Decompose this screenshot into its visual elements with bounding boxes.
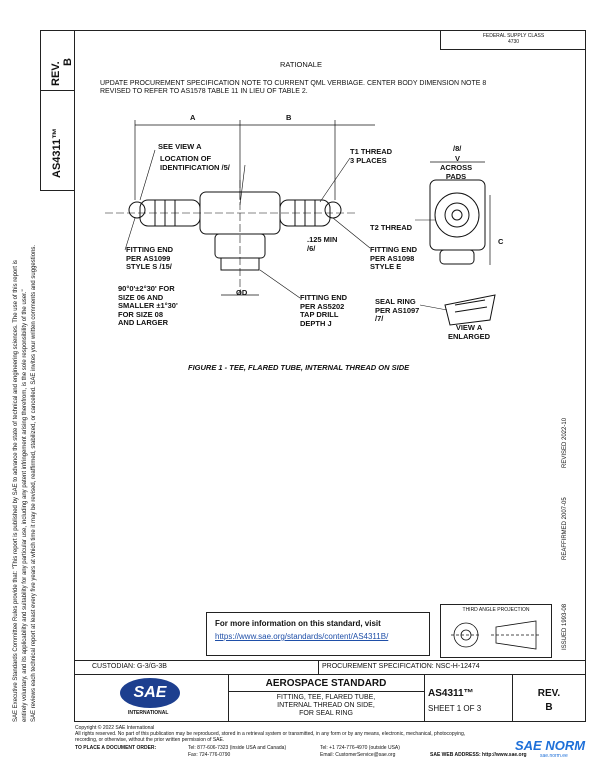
rev-value-bottom: B <box>545 702 553 713</box>
see-view-label: SEE VIEW A <box>158 142 202 151</box>
federal-supply-value: 4730 <box>507 39 520 45</box>
rev-label-bottom: REV. <box>537 688 561 699</box>
title-description: FITTING, TEE, FLARED TUBE, INTERNAL THRE… <box>228 694 424 718</box>
custodian-text: CUSTODIAN: G-3/G-3B <box>92 663 167 670</box>
web-address[interactable]: SAE WEB ADDRESS: http://www.sae.org <box>430 752 527 758</box>
rev-column-top <box>40 30 75 31</box>
figure-caption: FIGURE 1 - TEE, FLARED TUBE, INTERNAL TH… <box>188 363 410 372</box>
sheet-number: SHEET 1 OF 3 <box>428 704 482 713</box>
min-125-label: .125 MIN /6/ <box>307 235 338 253</box>
email: Email: CustomerService@sae.org <box>320 752 396 758</box>
fitting-end-left-label: FITTING END PER AS1099 STYLE S /15/ <box>126 245 174 271</box>
federal-supply-box: FEDERAL SUPPLY CLASS 4730 <box>440 30 586 50</box>
desc-line-2: INTERNAL THREAD ON SIDE, <box>277 702 375 709</box>
fax: Fax: 724-776-0790 <box>188 752 231 758</box>
projection-symbol <box>451 620 541 650</box>
rationale-title: RATIONALE <box>280 60 322 69</box>
dim-d-label: ØD <box>236 288 248 297</box>
doc-number-vertical: AS4311™ <box>51 127 63 178</box>
desc-line-1: FITTING, TEE, FLARED TUBE, <box>276 694 376 701</box>
across-pads-label: ACROSS PADS <box>440 163 473 181</box>
rationale-line-2: REVISED TO REFER TO AS1578 TABLE 11 IN L… <box>100 88 308 95</box>
revised-date: REVISED 2022-10 <box>562 417 568 468</box>
rev-column-left <box>40 30 41 190</box>
title-block-top <box>74 660 586 661</box>
info-box: For more information on this standard, v… <box>206 612 430 656</box>
heading-divider <box>228 691 424 692</box>
across-v-label: V <box>455 154 461 163</box>
margin-line-1: SAE Executive Standards Committee Rules … <box>13 260 19 722</box>
drawing-frame <box>74 30 586 722</box>
desc-divider <box>424 674 425 722</box>
sheet-divider <box>512 674 513 722</box>
reaffirmed-date: REAFFIRMED 2007-05 <box>562 497 568 560</box>
procurement-text: PROCUREMENT SPECIFICATION: NSC-H-12474 <box>322 663 480 670</box>
fitting-end-bottom-label: FITTING END PER AS5202 TAP DRILL DEPTH J <box>300 293 348 328</box>
dim-b-label: B <box>286 113 292 122</box>
rev-column-divider <box>40 90 75 91</box>
t2-thread-label: T2 THREAD <box>370 223 413 232</box>
margin-line-3: SAE reviews each technical report at lea… <box>31 244 37 722</box>
logo-divider <box>228 674 229 722</box>
angle-note: 90°0'±2°30' FOR SIZE 06 AND SMALLER ±1°3… <box>118 284 178 327</box>
standard-link[interactable]: https://www.sae.org/standards/content/AS… <box>215 632 389 641</box>
issued-date: ISSUED 1993-08 <box>562 603 568 650</box>
margin-line-2: entirely voluntary, and its applicabilit… <box>22 289 28 722</box>
doc-number: AS4311™ <box>428 688 474 699</box>
rationale-line-1: UPDATE PROCUREMENT SPECIFICATION NOTE TO… <box>100 80 487 87</box>
title-block-row <box>74 674 586 675</box>
dim-c-label: C <box>498 237 504 246</box>
sae-logo-sub: INTERNATIONAL <box>128 710 169 716</box>
info-box-title: For more information on this standard, v… <box>215 619 381 628</box>
watermark-sub: sae.norm.ee <box>540 753 568 759</box>
tel-outside: Tel: +1 724-776-4970 (outside USA) <box>320 745 400 751</box>
copyright: Copyright © 2022 SAE International <box>75 725 155 731</box>
rights-text-2: recording, or otherwise, without the pri… <box>75 737 225 743</box>
fitting-end-right-label: FITTING END PER AS1098 STYLE E <box>370 245 418 271</box>
t1-thread-label: T1 THREAD 3 PLACES <box>350 147 393 165</box>
technical-drawing <box>105 120 496 326</box>
dim-a-label: A <box>190 113 196 122</box>
desc-line-3: FOR SEAL RING <box>299 710 353 717</box>
tel-inside: Tel: 877-606-7323 (inside USA and Canada… <box>188 745 287 751</box>
order-label: TO PLACE A DOCUMENT ORDER: <box>75 745 157 751</box>
custodian-divider <box>318 660 319 674</box>
across-pads-ref: /8/ <box>453 144 462 153</box>
projection-box: THIRD ANGLE PROJECTION <box>440 604 552 658</box>
view-a-label: VIEW A ENLARGED <box>448 323 491 341</box>
sae-logo: SAE <box>120 678 180 708</box>
location-id-label: LOCATION OF IDENTIFICATION /5/ <box>160 154 230 172</box>
rationale-text: UPDATE PROCUREMENT SPECIFICATION NOTE TO… <box>100 80 570 96</box>
rev-label-top: REV. <box>50 61 62 86</box>
rights-text: All rights reserved. No part of this pub… <box>75 731 466 737</box>
projection-label: THIRD ANGLE PROJECTION <box>462 607 530 613</box>
aerospace-standard-heading: AEROSPACE STANDARD <box>265 678 387 689</box>
watermark-logo: SAE NORM <box>515 738 586 753</box>
rev-column-bottom <box>40 190 75 191</box>
federal-supply-label: FEDERAL SUPPLY CLASS <box>482 33 545 39</box>
rev-value-top: B <box>62 58 74 66</box>
seal-ring-label: SEAL RING PER AS1097 /7/ <box>375 297 420 323</box>
